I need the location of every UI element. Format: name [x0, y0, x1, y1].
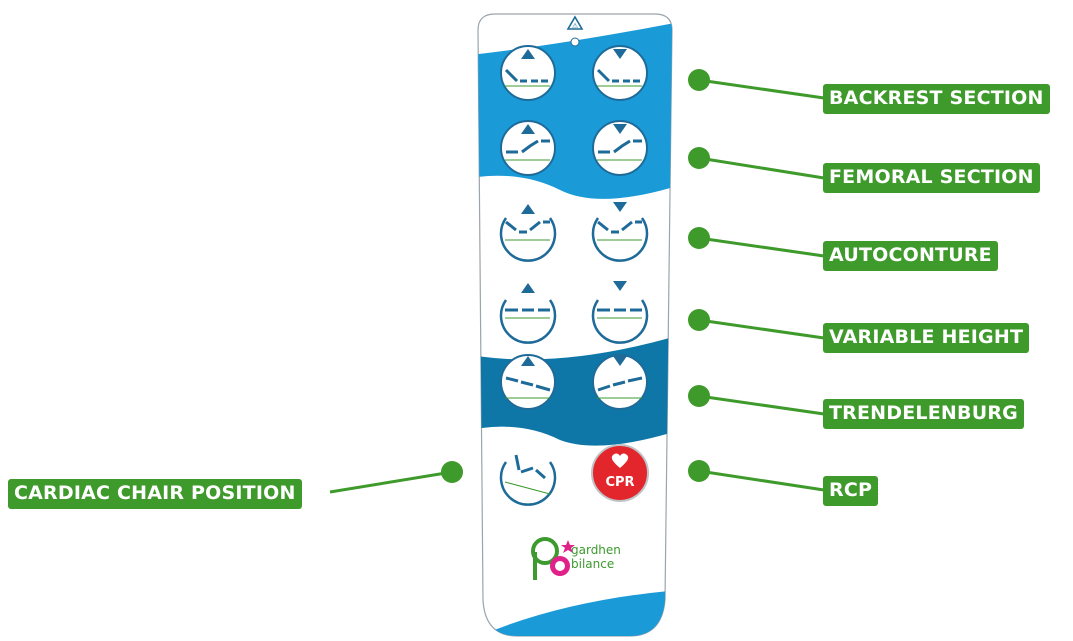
arrow-up-icon: [521, 283, 535, 293]
arrow-down-icon: [613, 124, 627, 134]
blue-wave-base: [478, 590, 672, 636]
backrest-up-button[interactable]: [500, 45, 556, 101]
arrow-up-icon: [521, 356, 535, 366]
height-up-button[interactable]: [499, 283, 557, 344]
brand-logo: gardhen bilance: [526, 530, 636, 580]
arrow-up-icon: [521, 49, 535, 59]
bed-reverse-trendelenburg-icon: [597, 376, 643, 392]
heart-icon: [611, 453, 629, 468]
arrow-up-icon: [521, 204, 535, 214]
bed-backrest-icon: [504, 68, 548, 83]
arrow-down-icon: [613, 281, 627, 291]
status-led: [570, 37, 580, 47]
autoconture-up-button[interactable]: [499, 204, 557, 262]
label-autoconture: AUTOCONTURE: [823, 241, 998, 271]
bed-femoral-icon: [598, 139, 642, 154]
backrest-down-button[interactable]: [592, 45, 648, 101]
label-rcp: RCP: [823, 476, 879, 506]
bed-autoconture-icon: [597, 220, 642, 234]
bed-backrest-icon: [596, 68, 640, 83]
cpr-button[interactable]: CPR: [591, 444, 649, 502]
logo-text-bilance: bilance: [571, 557, 615, 571]
label-femoral-section: FEMORAL SECTION: [823, 163, 1040, 193]
bed-femoral-icon: [506, 139, 550, 154]
label-cardiac-chair-position: CARDIAC CHAIR POSITION: [8, 479, 302, 509]
logo-text-gardhen: gardhen: [571, 543, 621, 557]
height-down-button[interactable]: [591, 281, 649, 344]
bed-cardiac-chair-icon: [514, 454, 546, 480]
arrow-up-icon: [521, 124, 535, 134]
bed-trendelenburg-icon: [505, 376, 551, 392]
gardhen-bilance-logo-mark: [531, 537, 575, 580]
femoral-up-button[interactable]: [500, 120, 556, 176]
arrow-down-icon: [613, 202, 627, 212]
trendelenburg-up-button[interactable]: [500, 354, 556, 410]
cardiac-chair-button[interactable]: [499, 454, 557, 506]
arrow-down-icon: [613, 49, 627, 59]
cpr-button-text: CPR: [605, 475, 634, 490]
trendelenburg-down-button[interactable]: [592, 354, 648, 410]
label-variable-height: VARIABLE HEIGHT: [823, 323, 1030, 353]
warning-icon: ⚠: [566, 15, 584, 30]
warning-icon-text: ⚠: [572, 22, 579, 30]
femoral-down-button[interactable]: [592, 120, 648, 176]
label-backrest-section: BACKREST SECTION: [823, 84, 1050, 114]
arrow-down-icon: [613, 356, 627, 366]
label-trendelenburg: TRENDELENBURG: [823, 399, 1024, 429]
leader-lines: [329, 69, 825, 494]
bed-autoconture-icon: [505, 220, 550, 234]
autoconture-down-button[interactable]: [591, 202, 649, 262]
